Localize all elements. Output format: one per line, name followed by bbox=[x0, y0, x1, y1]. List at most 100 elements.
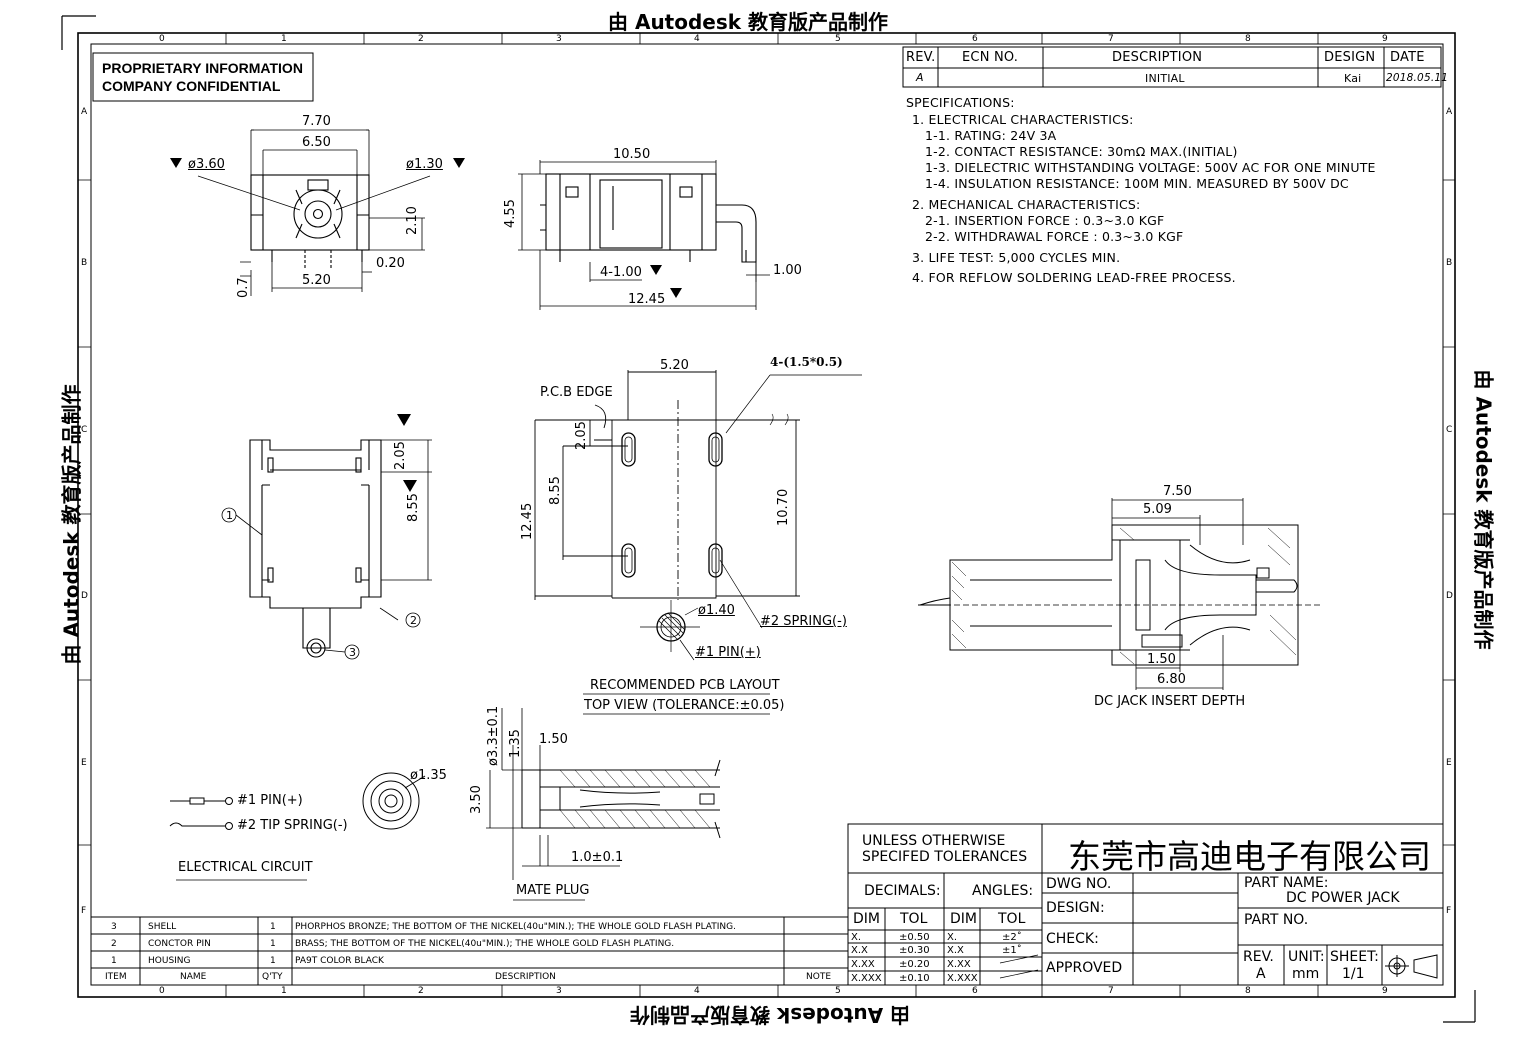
approved-label: APPROVED bbox=[1046, 960, 1123, 976]
dim-label: 7.50 bbox=[1163, 484, 1192, 499]
insert-depth-title: DC JACK INSERT DEPTH bbox=[1094, 694, 1246, 709]
bom-header-name: NAME bbox=[180, 972, 207, 982]
decimals-label: DECIMALS: bbox=[864, 883, 941, 899]
rev-value: A bbox=[1256, 966, 1266, 982]
bom-desc: PA9T COLOR BLACK bbox=[295, 956, 384, 966]
spec-line: 4. FOR REFLOW SOLDERING LEAD-FREE PROCES… bbox=[912, 270, 1236, 285]
pin-label: #1 PIN(+) bbox=[237, 793, 303, 808]
bom-desc: PHORPHOS BRONZE; THE BOTTOM OF THE NICKE… bbox=[295, 922, 736, 932]
dim-label: 5.09 bbox=[1143, 502, 1172, 517]
ang-tol: ±1˚ bbox=[1002, 945, 1022, 956]
dim-label: 1.35 bbox=[508, 729, 523, 758]
callout-1: 1 bbox=[226, 509, 233, 522]
bom-qty: 1 bbox=[270, 922, 276, 932]
design-label: DESIGN: bbox=[1046, 900, 1105, 916]
spring-label: #2 SPRING(-) bbox=[760, 614, 847, 629]
grid-col-2-bottom: 2 bbox=[418, 986, 424, 996]
bom-qty: 1 bbox=[270, 939, 276, 949]
dec-tol: ±0.20 bbox=[899, 959, 930, 970]
dim-label: 6.80 bbox=[1157, 672, 1186, 687]
dec-dim: X.XXX bbox=[851, 973, 882, 984]
dim-label: ø1.30 bbox=[406, 157, 443, 172]
grid-col-9-bottom: 9 bbox=[1382, 986, 1388, 996]
dim-label: ø3.3±0.1 bbox=[486, 705, 501, 766]
tolerance-title-1: UNLESS OTHERWISE bbox=[862, 833, 1006, 849]
grid-row-d: D bbox=[81, 591, 88, 601]
spec-line: 2-2. WITHDRAWAL FORCE : 0.3~3.0 KGF bbox=[925, 229, 1184, 244]
rev-label: REV. bbox=[1243, 949, 1274, 965]
part-no-label: PART NO. bbox=[1244, 912, 1309, 928]
dim-label: 1.00 bbox=[773, 263, 802, 278]
ang-dim: X. bbox=[947, 932, 958, 943]
company-name: 东莞市高迪电子有限公司 bbox=[1068, 837, 1431, 876]
tol-header: TOL bbox=[998, 911, 1026, 927]
dim-label: 4-1.00 bbox=[600, 265, 642, 280]
bom-header-qty: Q'TY bbox=[262, 972, 283, 982]
spec-title: SPECIFICATIONS: bbox=[906, 95, 1015, 110]
bom-qty: 1 bbox=[270, 956, 276, 966]
pcb-layout-subtitle: TOP VIEW (TOLERANCE:±0.05) bbox=[584, 698, 785, 713]
part-name-label: PART NAME: bbox=[1244, 875, 1329, 891]
dim-label: 0.7 bbox=[236, 277, 251, 298]
dim-label: 5.20 bbox=[302, 273, 331, 288]
dim-label: ø1.40 bbox=[698, 603, 735, 618]
dim-label: 12.45 bbox=[628, 292, 666, 307]
ang-tol: ±2˚ bbox=[1002, 932, 1022, 943]
description-header: DESCRIPTION bbox=[1112, 50, 1203, 65]
grid-col-9: 9 bbox=[1382, 34, 1388, 44]
tol-header: TOL bbox=[900, 911, 928, 927]
bom-name: SHELL bbox=[148, 922, 177, 932]
bom-name: HOUSING bbox=[148, 956, 191, 966]
bom-item: 1 bbox=[111, 956, 117, 966]
description-value: INITIAL bbox=[1145, 72, 1185, 85]
watermark-top: 由 Autodesk 教育版产品制作 bbox=[608, 10, 889, 34]
proprietary-line-2: COMPANY CONFIDENTIAL bbox=[102, 78, 281, 94]
dim-label: 2.10 bbox=[405, 206, 420, 235]
bom-header-note: NOTE bbox=[806, 972, 832, 982]
sheet-label: SHEET: bbox=[1330, 949, 1379, 965]
grid-col-1-bottom: 1 bbox=[281, 986, 287, 996]
bom-item: 2 bbox=[111, 939, 117, 949]
electrical-circuit-title: ELECTRICAL CIRCUIT bbox=[178, 860, 313, 875]
pcb-layout-title: RECOMMENDED PCB LAYOUT bbox=[590, 678, 780, 693]
spec-line: 2-1. INSERTION FORCE : 0.3~3.0 KGF bbox=[925, 213, 1165, 228]
dim-label: 2.05 bbox=[574, 421, 589, 450]
dwg-no-label: DWG NO. bbox=[1046, 876, 1112, 892]
grid-col-7: 7 bbox=[1108, 34, 1114, 44]
dim-label: 6.50 bbox=[302, 135, 331, 150]
ang-dim: X.XX bbox=[947, 959, 971, 970]
dim-label: 8.55 bbox=[406, 493, 421, 522]
bom-header-item: ITEM bbox=[105, 972, 127, 982]
grid-col-5: 5 bbox=[835, 34, 841, 44]
spec-line: 1-1. RATING: 24V 3A bbox=[925, 128, 1057, 143]
dim-label: 1.50 bbox=[539, 732, 568, 747]
grid-col-6-bottom: 6 bbox=[972, 986, 978, 996]
bom-name: CONCTOR PIN bbox=[148, 939, 211, 949]
grid-row-d-right: D bbox=[1446, 591, 1453, 601]
grid-col-2: 2 bbox=[418, 34, 424, 44]
design-header: DESIGN bbox=[1324, 50, 1376, 65]
dim-label: 0.20 bbox=[376, 256, 405, 271]
dim-label: ø1.35 bbox=[410, 768, 447, 783]
date-header: DATE bbox=[1390, 50, 1425, 65]
spec-line: 3. LIFE TEST: 5,000 CYCLES MIN. bbox=[912, 250, 1121, 265]
grid-col-1: 1 bbox=[281, 34, 287, 44]
part-name-value: DC POWER JACK bbox=[1286, 890, 1400, 906]
rev-header: REV. bbox=[906, 50, 936, 65]
date-value: 2018.05.11 bbox=[1386, 72, 1449, 84]
ang-dim: X.X bbox=[947, 945, 964, 956]
dec-dim: X. bbox=[851, 932, 862, 943]
angles-label: ANGLES: bbox=[972, 883, 1034, 899]
tip-spring-label: #2 TIP SPRING(-) bbox=[237, 818, 348, 833]
spec-line: 1-3. DIELECTRIC WITHSTANDING VOLTAGE: 50… bbox=[925, 160, 1376, 175]
dec-tol: ±0.50 bbox=[899, 932, 930, 943]
grid-col-8-bottom: 8 bbox=[1245, 986, 1251, 996]
ecn-header: ECN NO. bbox=[962, 50, 1019, 65]
grid-col-0-bottom: 0 bbox=[159, 986, 165, 996]
dim-header: DIM bbox=[950, 911, 977, 927]
callout-3: 3 bbox=[349, 646, 356, 659]
dec-tol: ±0.30 bbox=[899, 945, 930, 956]
bom-header-description: DESCRIPTION bbox=[495, 972, 556, 982]
dim-label: 4.55 bbox=[503, 199, 518, 228]
